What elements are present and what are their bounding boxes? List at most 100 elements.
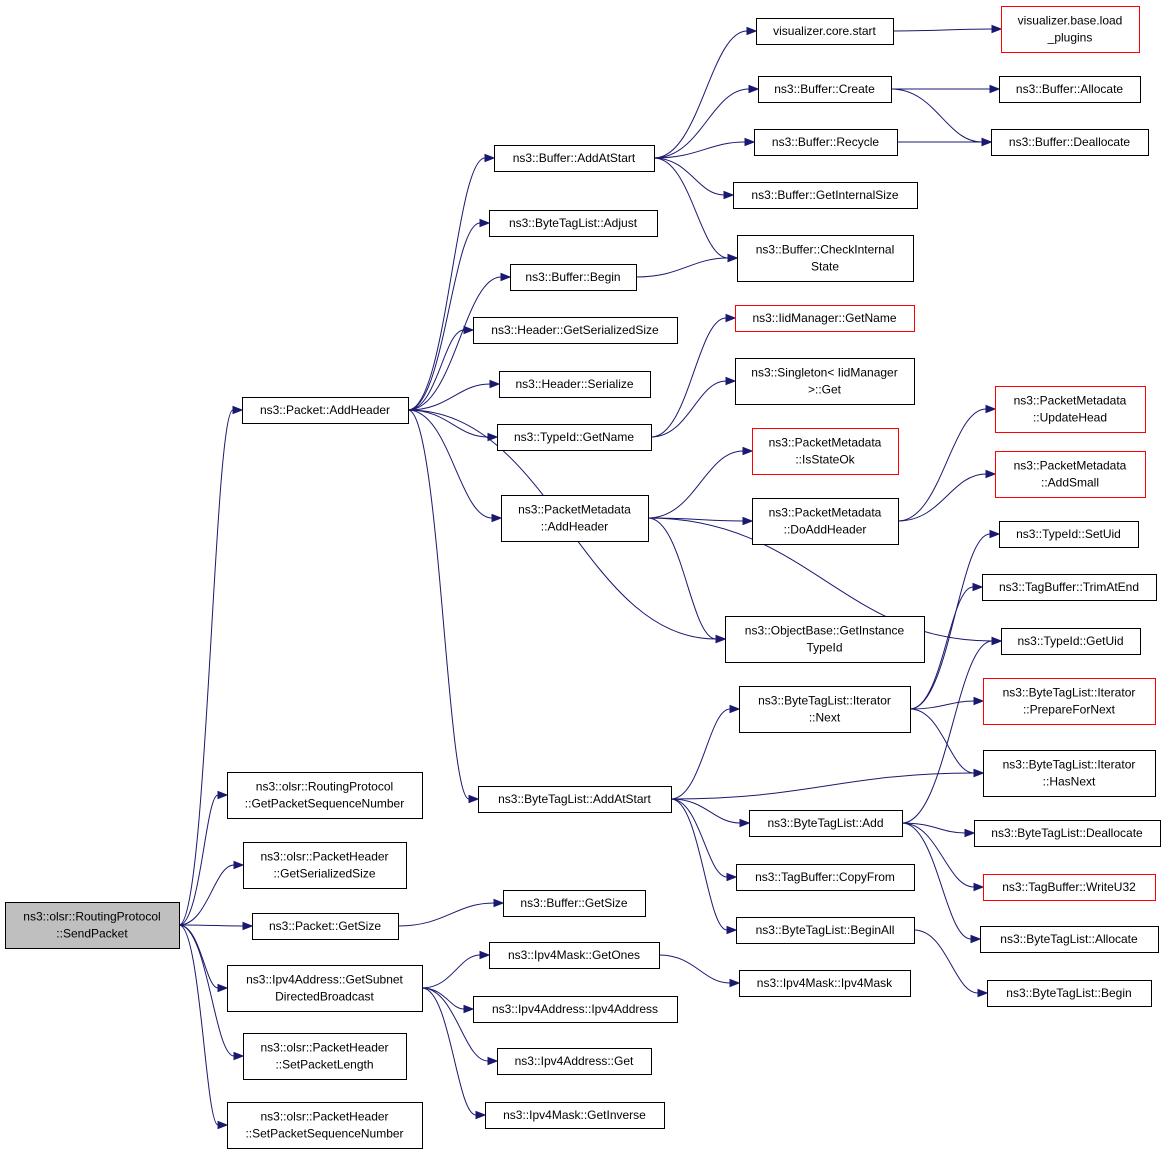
node-buf_getinternal[interactable]: ns3::Buffer::GetInternalSize xyxy=(733,182,918,209)
edge-line xyxy=(909,700,975,710)
node-label-line: ns3::Ipv4Mask::GetOnes xyxy=(508,948,640,962)
arrow-head-icon xyxy=(973,768,985,778)
node-btl_addatstart[interactable]: ns3::ByteTagList::AddAtStart xyxy=(478,786,672,813)
node-btl_beginall[interactable]: ns3::ByteTagList::BeginAll xyxy=(736,917,915,944)
edge-line xyxy=(650,317,727,438)
edge-line xyxy=(670,798,728,878)
edge-line xyxy=(901,822,966,834)
call-edge-viz_start-to-viz_loadplugins xyxy=(892,24,1003,34)
node-pm_addsmall[interactable]: ns3::PacketMetadata::AddSmall xyxy=(995,451,1146,498)
node-btl_allocate[interactable]: ns3::ByteTagList::Allocate xyxy=(980,926,1159,953)
node-sendpacket: ns3::olsr::RoutingProtocol::SendPacket xyxy=(5,902,180,949)
node-hdr_serialize[interactable]: ns3::Header::Serialize xyxy=(499,371,651,398)
node-ipv4addr_get[interactable]: ns3::Ipv4Address::Get xyxy=(497,1048,652,1075)
node-box xyxy=(227,772,423,819)
node-ipv4addr_ctor[interactable]: ns3::Ipv4Address::Ipv4Address xyxy=(473,996,678,1023)
edge-line xyxy=(407,276,502,411)
call-edge-buf_addatstart-to-viz_start xyxy=(653,26,758,159)
node-pkt_getsize[interactable]: ns3::Packet::GetSize xyxy=(252,913,399,940)
node-pm_addheader[interactable]: ns3::PacketMetadata::AddHeader xyxy=(501,495,649,542)
node-pm_isstateok[interactable]: ns3::PacketMetadata::IsStateOk xyxy=(752,428,899,475)
node-label-line: ns3::TagBuffer::TrimAtEnd xyxy=(999,580,1139,594)
node-box xyxy=(735,358,915,405)
node-label-line: ns3::ByteTagList::Add xyxy=(767,816,883,830)
node-mask_ctor[interactable]: ns3::Ipv4Mask::Ipv4Mask xyxy=(739,970,911,997)
node-box xyxy=(739,686,911,733)
node-label-line: ns3::ByteTagList::Deallocate xyxy=(991,826,1143,840)
edge-line xyxy=(890,88,983,143)
call-edge-sendpacket-to-ph_getser xyxy=(178,860,245,926)
call-edge-typeid_getname-to-iid_getname xyxy=(650,313,737,438)
node-label-line: ::SetPacketLength xyxy=(275,1058,373,1072)
edge-line xyxy=(407,157,486,411)
node-iid_getname[interactable]: ns3::IidManager::GetName xyxy=(735,305,915,332)
arrow-head-icon xyxy=(493,898,505,908)
node-label-line: ns3::Ipv4Mask::Ipv4Mask xyxy=(757,976,893,990)
node-label-line: ns3::Buffer::AddAtStart xyxy=(513,151,636,165)
node-btl_adjust[interactable]: ns3::ByteTagList::Adjust xyxy=(489,210,658,237)
node-buf_addatstart[interactable]: ns3::Buffer::AddAtStart xyxy=(494,145,655,172)
node-btl_iter_hasnext[interactable]: ns3::ByteTagList::Iterator::HasNext xyxy=(983,750,1156,797)
node-btl_iter_prepare[interactable]: ns3::ByteTagList::Iterator::PrepareForNe… xyxy=(983,678,1156,725)
arrow-head-icon xyxy=(463,325,475,335)
node-label-line: ns3::Ipv4Address::GetSubnet xyxy=(246,973,403,987)
node-tb_copyfrom[interactable]: ns3::TagBuffer::CopyFrom xyxy=(736,864,915,891)
node-viz_loadplugins[interactable]: visualizer.base.load_plugins xyxy=(1001,6,1140,53)
node-label-line: ns3::olsr::PacketHeader xyxy=(260,1041,388,1055)
node-typeid_getname[interactable]: ns3::TypeId::GetName xyxy=(497,424,652,451)
call-edge-typeid_getname-to-singleton_get xyxy=(650,376,737,438)
node-label-line: ns3::ByteTagList::Iterator xyxy=(1003,686,1136,700)
node-label-line: _plugins xyxy=(1047,31,1093,45)
node-viz_start[interactable]: visualizer.core.start xyxy=(756,18,894,45)
node-tb_writeu32[interactable]: ns3::TagBuffer::WriteU32 xyxy=(983,874,1156,901)
call-edge-btl_iter_next-to-tb_trimatend xyxy=(909,582,984,710)
node-setpktseq[interactable]: ns3::olsr::PacketHeader::SetPacketSequen… xyxy=(227,1102,423,1149)
node-buf_create[interactable]: ns3::Buffer::Create xyxy=(758,76,892,103)
arrow-head-icon xyxy=(491,513,503,523)
node-box xyxy=(227,965,423,1012)
node-label-line: ns3::PacketMetadata xyxy=(1014,459,1127,473)
node-getpktseq[interactable]: ns3::olsr::RoutingProtocol::GetPacketSeq… xyxy=(227,772,423,819)
node-btl_deallocate[interactable]: ns3::ByteTagList::Deallocate xyxy=(974,820,1161,847)
call-edge-btl_iter_next-to-btl_iter_hasnext xyxy=(909,708,985,778)
node-pm_doaddheader[interactable]: ns3::PacketMetadata::DoAddHeader xyxy=(752,498,899,545)
node-setpktlen[interactable]: ns3::olsr::PacketHeader::SetPacketLength xyxy=(243,1033,407,1080)
node-label-line: ns3::Header::GetSerializedSize xyxy=(491,323,659,337)
node-buf_begin[interactable]: ns3::Buffer::Begin xyxy=(510,264,637,291)
node-buf_deallocate[interactable]: ns3::Buffer::Deallocate xyxy=(991,129,1149,156)
node-box xyxy=(752,498,899,545)
arrow-head-icon xyxy=(742,516,754,526)
function-nodes: ns3::olsr::RoutingProtocol::SendPacketns… xyxy=(5,6,1161,1149)
node-addheader[interactable]: ns3::Packet::AddHeader xyxy=(242,397,409,424)
edge-line xyxy=(658,954,731,984)
node-buf_recycle[interactable]: ns3::Buffer::Recycle xyxy=(754,129,898,156)
node-buf_allocate[interactable]: ns3::Buffer::Allocate xyxy=(999,76,1141,103)
node-label-line: ns3::ByteTagList::BeginAll xyxy=(756,923,895,937)
node-hdr_getser[interactable]: ns3::Header::GetSerializedSize xyxy=(473,317,678,344)
node-label-line: ns3::Buffer::CheckInternal xyxy=(756,243,895,257)
node-typeid_setuid[interactable]: ns3::TypeId::SetUid xyxy=(999,521,1139,548)
edge-line xyxy=(670,708,731,800)
node-typeid_getuid[interactable]: ns3::TypeId::GetUid xyxy=(1001,628,1141,655)
node-getsubnet[interactable]: ns3::Ipv4Address::GetSubnetDirectedBroad… xyxy=(227,965,423,1012)
node-box xyxy=(758,76,892,103)
call-edge-buf_create-to-buf_allocate xyxy=(891,84,1001,94)
node-pm_updatehead[interactable]: ns3::PacketMetadata::UpdateHead xyxy=(995,386,1146,433)
node-box xyxy=(999,521,1139,548)
node-singleton_get[interactable]: ns3::Singleton< IidManager>::Get xyxy=(735,358,915,405)
node-mask_getones[interactable]: ns3::Ipv4Mask::GetOnes xyxy=(489,942,660,969)
arrow-head-icon xyxy=(991,636,1003,646)
node-box xyxy=(489,210,658,237)
node-ph_getser[interactable]: ns3::olsr::PacketHeader::GetSerializedSi… xyxy=(243,842,407,889)
node-btl_iter_next[interactable]: ns3::ByteTagList::Iterator::Next xyxy=(739,686,911,733)
node-btl_add[interactable]: ns3::ByteTagList::Add xyxy=(749,810,903,837)
arrow-head-icon xyxy=(729,704,741,714)
node-label-line: ns3::IidManager::GetName xyxy=(752,311,896,325)
node-btl_begin[interactable]: ns3::ByteTagList::Begin xyxy=(987,980,1152,1007)
node-buf_getsize[interactable]: ns3::Buffer::GetSize xyxy=(503,890,646,917)
node-tb_trimatend[interactable]: ns3::TagBuffer::TrimAtEnd xyxy=(982,574,1157,601)
node-mask_getinverse[interactable]: ns3::Ipv4Mask::GetInverse xyxy=(485,1102,665,1129)
node-box xyxy=(473,317,678,344)
